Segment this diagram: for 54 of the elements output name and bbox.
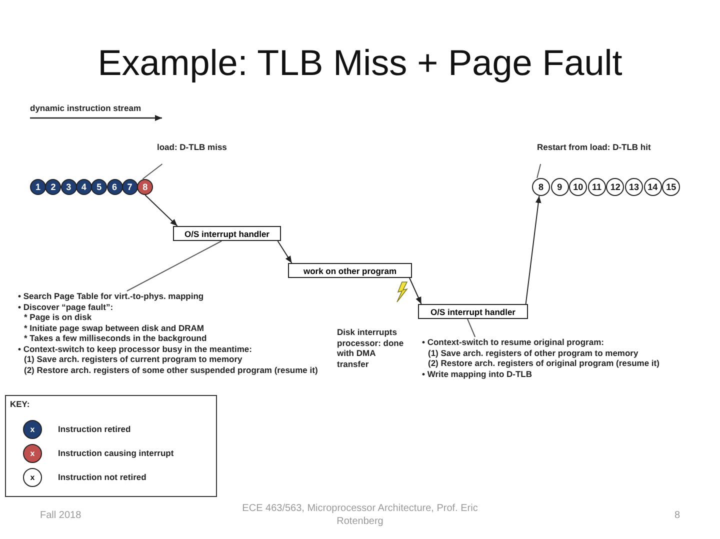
bullet-text: (2) Restore arch. registers of original program (resume it): [427, 358, 660, 368]
instruction-circle: 8: [137, 179, 154, 195]
bullet-text: * Initiate page swap between disk and DRAM: [23, 322, 205, 333]
legend-text: Instruction retired: [58, 424, 131, 434]
footer-text: Fall 2018: [40, 510, 82, 521]
bullet-text: • Context-switch to keep processor busy in the meantime:: [18, 344, 253, 354]
instruction-circle: 9: [550, 178, 569, 196]
bullet-text: • Context-switch to resume original program:: [422, 337, 605, 348]
arrow: [144, 194, 178, 226]
bullet-text: (1) Save arch. registers of current program to memory: [23, 354, 244, 364]
instruction-circle: 14: [644, 178, 662, 196]
annotation-text: load: D-TLB miss: [157, 142, 232, 152]
instruction-circle: 7: [122, 179, 138, 195]
arrow: [277, 240, 292, 264]
instruction-circle: 11: [588, 178, 606, 196]
bullet-text: * Takes a few milliseconds in the background: [23, 333, 208, 344]
process-box: O/S interrupt handler: [418, 304, 528, 319]
bullet-text: • Search Page Table for virt.-to-phys. mapping: [18, 291, 205, 302]
instruction-circle: 2: [45, 179, 62, 195]
slide-title: Example: TLB Miss + Page Fault: [96, 42, 624, 84]
swatch-mark: x: [30, 473, 35, 482]
arrow: [525, 196, 542, 304]
legend-title: KEY:: [10, 399, 30, 410]
legend-text: Instruction not retired: [58, 472, 146, 482]
process-box: O/S interrupt handler: [173, 226, 281, 241]
footer-text: ECE 463/563, Microprocessor Architecture, Prof. Eric Rotenberg: [241, 502, 479, 528]
instruction-circle: 4: [76, 179, 92, 195]
leader-line: [536, 164, 542, 178]
arrow: [409, 278, 422, 304]
annotation-text: dynamic instruction stream: [30, 103, 142, 114]
leader-line: [467, 318, 476, 338]
process-box: work on other program: [288, 263, 412, 278]
leader-line: [126, 240, 222, 292]
bullet-text: (1) Save arch. registers of other program to memory: [427, 348, 640, 358]
bullet-text: • Discover “page fault”:: [18, 302, 114, 312]
annotation-text: Restart from load: D-TLB hit: [537, 142, 657, 152]
instruction-circle: 15: [662, 178, 680, 196]
legend-text: Instruction causing interrupt: [58, 448, 174, 458]
bullet-text: * Page is on disk: [23, 312, 93, 322]
footer-text: 8: [673, 510, 680, 521]
instruction-circle: 5: [91, 179, 108, 195]
instruction-circle: 8: [532, 178, 550, 196]
instruction-circle: 12: [606, 178, 624, 196]
instruction-circle: 3: [60, 179, 77, 195]
bullet-text: • Write mapping into D-TLB: [422, 368, 534, 379]
swatch-mark: x: [30, 449, 35, 458]
bullet-text: (2) Restore arch. registers of some other suspended program (resume it): [23, 364, 318, 375]
instruction-circle: 1: [30, 179, 46, 195]
leader-line: [142, 164, 163, 180]
swatch-mark: x: [30, 425, 35, 434]
instruction-circle: 13: [625, 178, 643, 196]
annotation-text: Disk interrupts processor: done with DMA transfer: [337, 327, 405, 369]
instruction-circle: 10: [569, 178, 588, 196]
instruction-circle: 6: [106, 179, 122, 195]
